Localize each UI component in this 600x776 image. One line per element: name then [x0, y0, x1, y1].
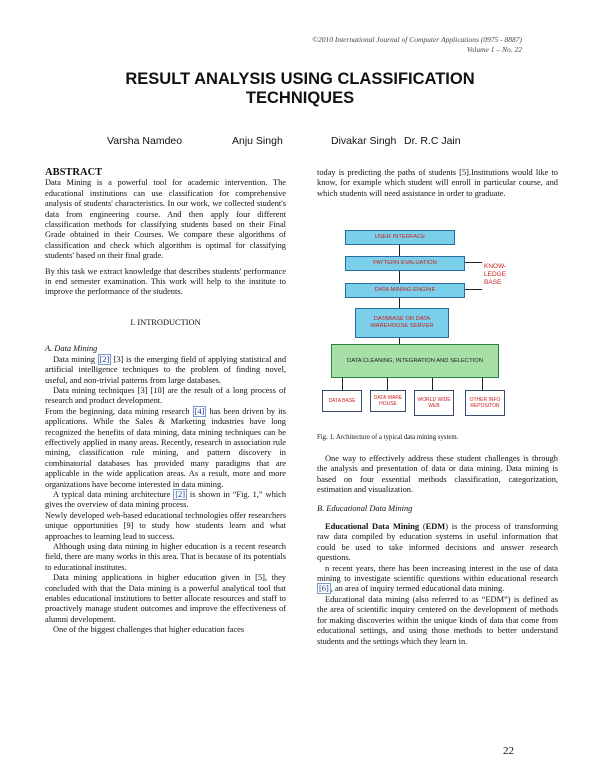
author-3: Divakar Singh [331, 135, 397, 147]
bold-term: EDM [425, 522, 446, 532]
connector [432, 376, 433, 390]
abstract-paragraph-2: By this task we extract knowledge that d… [45, 266, 286, 297]
text-run: A typical data mining architecture [53, 489, 174, 499]
database-server-box: DATABASE OR DATA WAREHOUSE SERVER [355, 308, 449, 338]
subsection-educational-data-mining: B. Educational Data Mining [317, 503, 413, 513]
paper-title: RESULT ANALYSIS USING CLASSIFICATION TEC… [0, 70, 600, 108]
abstract-heading: ABSTRACT [45, 167, 103, 178]
intro-paragraph-8: One of the biggest challenges that highe… [53, 625, 245, 635]
journal-header: ©2010 International Journal of Computer … [312, 35, 522, 55]
subsection-data-mining: A. Data Mining [45, 344, 98, 354]
text-run: Data mining [53, 354, 96, 364]
connector [399, 244, 400, 256]
intro-paragraph-4: A typical data mining architecture [2] i… [45, 488, 287, 511]
world-wide-web-source-box: WORLD WIDE WEB [414, 390, 454, 416]
database-source-box: DATA BASE [322, 390, 362, 412]
connector [399, 296, 400, 308]
intro-paragraph-5: Newly developed web-based educational te… [45, 510, 286, 541]
citation-link[interactable]: [4] [192, 405, 207, 417]
connector [342, 376, 343, 390]
connector [464, 289, 482, 290]
data-cleaning-box: DATA CLEANING, INTEGRATION AND SELECTION [331, 344, 499, 378]
knowledge-base-label: KNOW-LEDGE BASE [484, 258, 524, 292]
author-2: Anju Singh [232, 135, 283, 147]
connector [482, 376, 483, 390]
pattern-evaluation-box: PATTERN EVALUATION [345, 256, 465, 271]
text-run: is shown in “Fig. 1,” which gives the ov… [45, 489, 287, 510]
text-run: ( [419, 522, 426, 532]
user-interface-box: USER INTERFACE [345, 230, 455, 245]
volume-line: Volume 1 – No. 22 [466, 45, 522, 54]
left-column: ABSTRACT Data Mining is a powerful tool … [45, 167, 287, 636]
bold-term: Educational Data Mining [325, 522, 420, 532]
author-4: Dr. R.C Jain [404, 135, 461, 147]
architecture-diagram: USER INTERFACE PATTERN EVALUATION DATA M… [317, 222, 558, 422]
connector [399, 336, 400, 344]
intro-paragraph-1: Data mining [2] [3] is the emerging fiel… [45, 353, 287, 386]
figure-caption: Fig. 1. Architecture of a typical data m… [317, 434, 459, 441]
page-number: 22 [503, 745, 514, 757]
right-paragraph-1: today is predicting the paths of student… [317, 168, 558, 198]
connector [399, 269, 400, 283]
title-line-2: TECHNIQUES [245, 89, 355, 107]
title-line-1: RESULT ANALYSIS USING CLASSIFICATION [125, 70, 475, 88]
right-column-bottom: One way to effectively address these stu… [317, 454, 558, 647]
data-mining-engine-box: DATA MINING ENGINE [345, 283, 465, 298]
intro-paragraph-6: Although using data mining in higher edu… [45, 542, 286, 572]
intro-paragraph-7: Data mining applications in higher educa… [45, 573, 286, 624]
journal-line: ©2010 International Journal of Computer … [312, 35, 522, 44]
connector [387, 376, 388, 390]
other-info-repository-box: OTHER INFO REPOSITOR [465, 390, 505, 416]
text-run: From the beginning, data mining research [45, 406, 193, 416]
right-column-top: today is predicting the paths of student… [317, 168, 558, 199]
intro-paragraph-3: From the beginning, data mining research… [45, 405, 286, 490]
text-run: , an area of inquiry termed educational … [330, 584, 505, 594]
data-warehouse-source-box: DATA WARE HOUSE [370, 390, 406, 412]
text-run: [3] is the emerging field of applying st… [45, 354, 287, 385]
edm-paragraph-3: Educational data mining (also referred t… [317, 594, 558, 646]
intro-paragraph-2: Data mining techniques [3] [10] are the … [45, 385, 286, 406]
citation-link[interactable]: [2] [173, 488, 187, 500]
edm-paragraph-1: Educational Data Mining (EDM) is the pro… [317, 522, 558, 564]
introduction-heading: I. INTRODUCTION [130, 317, 201, 327]
citation-link[interactable]: [6] [317, 583, 331, 595]
right-paragraph-2: One way to effectively address these stu… [317, 454, 558, 495]
abstract-paragraph-1: Data Mining is a powerful tool for acade… [45, 178, 286, 261]
author-1: Varsha Namdeo [107, 135, 183, 147]
connector [464, 262, 482, 263]
text-run: has been driven by its applications. Whi… [45, 406, 286, 489]
text-run: ) is the process of transforming raw dat… [317, 522, 558, 563]
text-run: n recent years, there has been increasin… [317, 563, 558, 584]
citation-link[interactable]: [2] [97, 353, 112, 365]
edm-paragraph-2: n recent years, there has been increasin… [317, 564, 558, 595]
